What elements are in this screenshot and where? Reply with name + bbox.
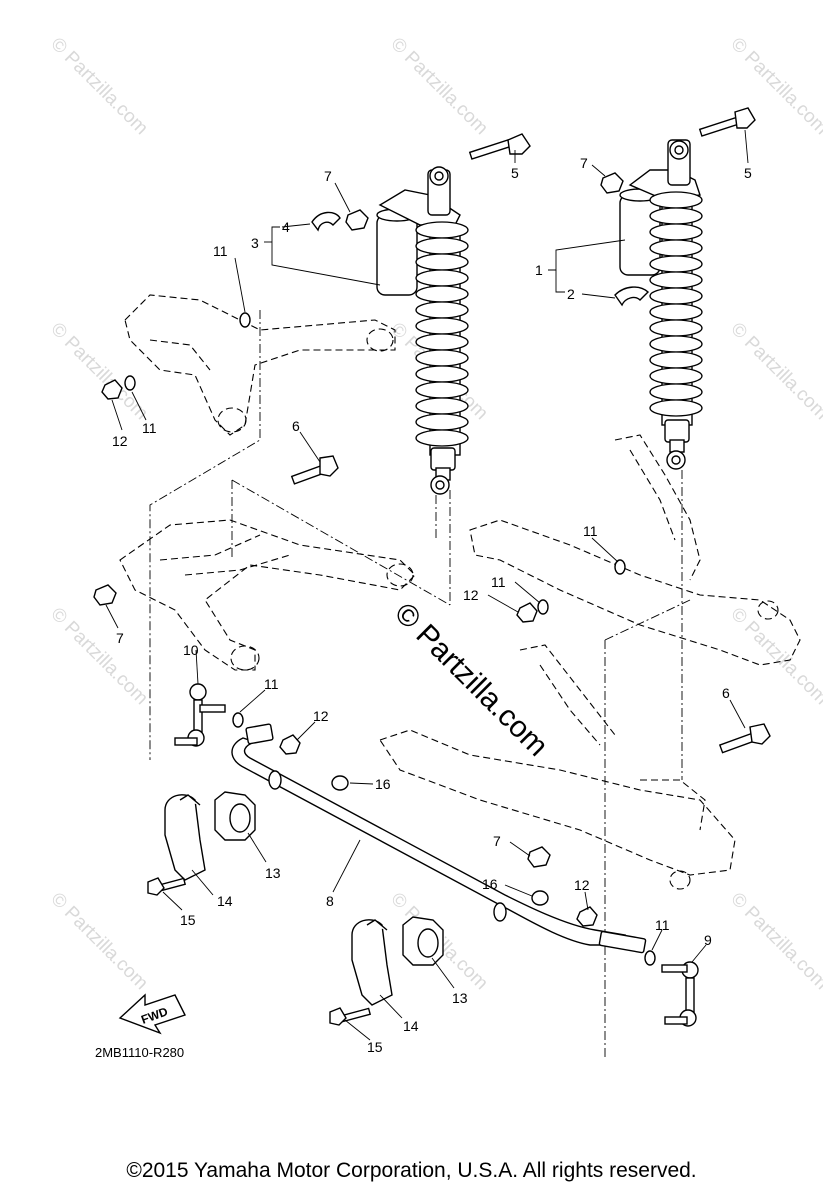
nut-7-b [600, 172, 624, 194]
copyright-notice: ©2015 Yamaha Motor Corporation, U.S.A. A… [126, 1159, 697, 1182]
callout-16: 16 [482, 876, 498, 892]
bolt-15-left [147, 877, 187, 896]
callout-numbers: 1 2 3 4 5 5 6 6 7 7 7 7 8 9 10 11 11 11 … [112, 155, 752, 1055]
label-decal-left [311, 211, 341, 232]
joint-9 [661, 961, 699, 1027]
shock-absorber-right [619, 139, 703, 470]
callout-11: 11 [491, 574, 506, 590]
callout-12: 12 [574, 877, 590, 893]
nut-12-d [576, 906, 598, 927]
callout-10: 10 [183, 642, 199, 658]
callout-13: 13 [265, 865, 281, 881]
callout-12: 12 [112, 433, 128, 449]
bushing-13-right [402, 916, 444, 966]
nut-7-a [345, 209, 369, 231]
shock-spring-left [415, 221, 469, 447]
callout-1: 1 [535, 262, 543, 278]
nut-12-c [279, 734, 301, 755]
rear-arm-middle-left [119, 519, 416, 671]
callout-8: 8 [326, 893, 334, 909]
nut-7-d [527, 846, 551, 868]
callout-7: 7 [116, 630, 124, 646]
shock-absorber-left [376, 166, 469, 495]
callout-14: 14 [217, 893, 233, 909]
callout-7: 7 [580, 155, 588, 171]
callout-9: 9 [704, 932, 712, 948]
callout-11: 11 [655, 917, 670, 933]
leader-lines [105, 129, 749, 1041]
watermark-text: © Partzilla.com [46, 34, 151, 139]
watermark-text: © Partzilla.com [46, 604, 151, 709]
callout-14: 14 [403, 1018, 419, 1034]
callout-11: 11 [142, 420, 157, 436]
watermark-text: © Partzilla.com [726, 604, 823, 709]
watermark-text: © Partzilla.com [726, 319, 823, 424]
callout-7: 7 [493, 833, 501, 849]
forward-direction-arrow: FWD [118, 993, 186, 1035]
washers [124, 312, 656, 966]
joint-10 [174, 683, 226, 747]
callout-4: 4 [282, 219, 290, 235]
diagram-code: 2MB1110-R280 [95, 1045, 184, 1060]
phantom-lines [149, 310, 691, 1060]
stabilizer-bar [231, 723, 647, 954]
watermark-text: © Partzilla.com [726, 889, 823, 994]
callout-15: 15 [367, 1039, 383, 1055]
rear-arm-right-lower [379, 644, 736, 890]
watermark-text: © Partzilla.com [386, 34, 491, 139]
nut-12-a [101, 379, 123, 400]
nut-12-b [516, 602, 538, 623]
bolt-upper-right [698, 107, 756, 137]
callout-7: 7 [324, 168, 332, 184]
callout-6: 6 [722, 685, 730, 701]
callout-11: 11 [213, 243, 228, 259]
callout-5: 5 [744, 165, 752, 181]
collar-16-b [531, 890, 549, 906]
watermark-text: © Partzilla.com [46, 319, 151, 424]
rear-arm-right-upper [469, 434, 801, 666]
callout-15: 15 [180, 912, 196, 928]
callout-13: 13 [452, 990, 468, 1006]
holder-14-left [164, 794, 206, 881]
callout-3: 3 [251, 235, 259, 251]
bushing-13-left [214, 791, 256, 841]
callout-16: 16 [375, 776, 391, 792]
callout-12: 12 [313, 708, 329, 724]
callout-12: 12 [463, 587, 479, 603]
nut-7-c [93, 584, 117, 606]
callout-2: 2 [567, 286, 575, 302]
bolt-upper-left [468, 133, 531, 160]
bolt-middle-left [290, 455, 339, 485]
collar-16-a [331, 775, 349, 791]
callout-11: 11 [264, 676, 279, 692]
label-decal-right [614, 286, 650, 307]
callout-6: 6 [292, 418, 300, 434]
bolt-middle-right [718, 723, 771, 754]
rear-arm-bracket-upper-left [124, 294, 396, 436]
shock-spring-right [649, 191, 703, 417]
watermark-text: © Partzilla.com [46, 889, 151, 994]
bolt-15-right [329, 1007, 372, 1026]
callout-5: 5 [511, 165, 519, 181]
holder-14-right [351, 919, 393, 1006]
callout-11: 11 [583, 523, 598, 539]
